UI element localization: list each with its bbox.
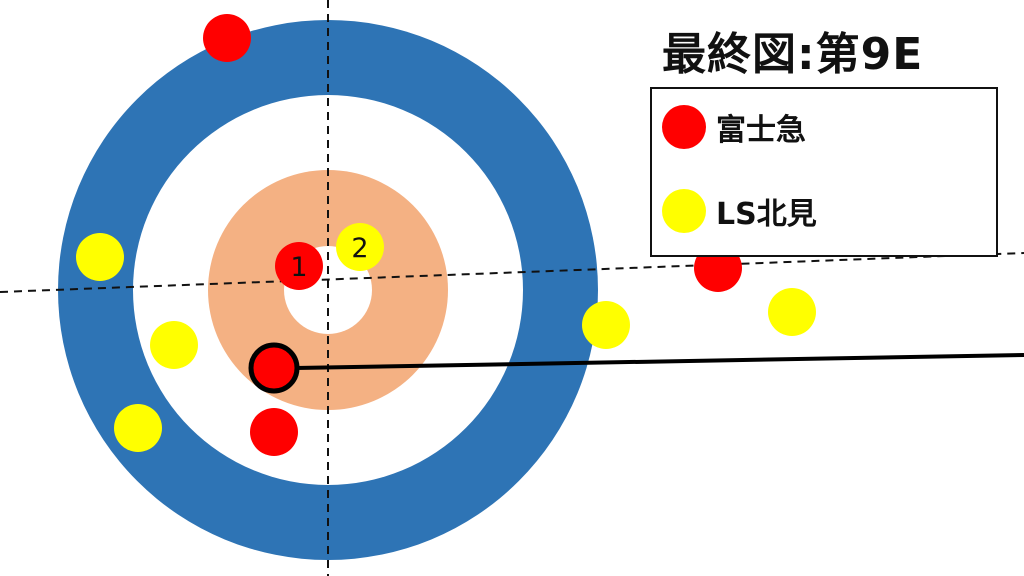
stone-red-highlighted (248, 342, 300, 394)
stone-red-numbered (275, 242, 323, 290)
stone-yellow (76, 233, 124, 281)
diagram-title: 最終図:第9E (662, 29, 924, 80)
delivery-path-line (295, 353, 1024, 370)
stone-red (250, 408, 298, 456)
stone-number-2: 2 (351, 233, 368, 264)
stone-yellow-numbered (336, 223, 384, 271)
stone-yellow (114, 404, 162, 452)
legend-box: 富士急 LS北見 (650, 87, 998, 257)
yellow-stone-icon (662, 189, 706, 233)
stone-yellow (768, 288, 816, 336)
red-stone-icon (662, 105, 706, 149)
stone-red (203, 14, 251, 62)
stone-number-1: 1 (290, 252, 307, 283)
legend-label-red: 富士急 (716, 113, 806, 148)
legend-item-red: 富士急 (662, 102, 806, 152)
stone-yellow (150, 321, 198, 369)
legend-label-yellow: LS北見 (716, 197, 817, 232)
tee-line-horizontal (0, 252, 1024, 293)
stone-yellow (582, 301, 630, 349)
legend-item-yellow: LS北見 (662, 186, 817, 236)
